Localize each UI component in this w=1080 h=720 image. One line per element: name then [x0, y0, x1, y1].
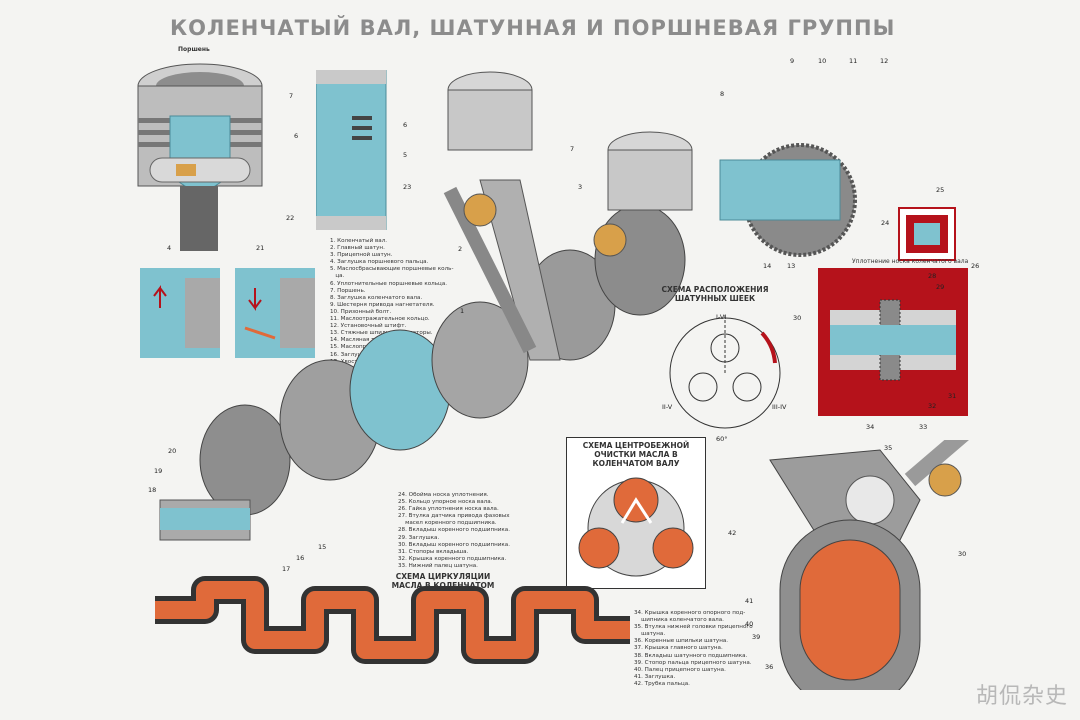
callout-22: 22	[286, 214, 295, 222]
callout-2: 2	[458, 245, 463, 253]
callout-31: 31	[948, 392, 957, 400]
journal-mark-2: II-V	[662, 403, 673, 411]
shaft-seal-label: Уплотнение носка коленчатого вала	[852, 258, 969, 265]
callout-32: 32	[928, 402, 937, 410]
callout-12: 12	[880, 57, 889, 65]
seal-detail-box	[898, 207, 956, 261]
ring-diagram-down	[235, 268, 315, 358]
centrifugal-scheme-title: СХЕМА ЦЕНТРОБЕЖНОЙ ОЧИСТКИ МАСЛА В КОЛЕН…	[582, 441, 690, 468]
callout-18: 18	[148, 486, 157, 494]
callout-17: 17	[282, 565, 291, 573]
callout-9: 9	[790, 57, 795, 65]
angle-mark-1: 60°	[716, 435, 728, 443]
connecting-rod-illustration	[760, 413, 990, 711]
callout-39: 39	[752, 633, 761, 641]
piston-illustration: Поршень	[130, 46, 305, 256]
callout-20: 20	[168, 447, 177, 455]
callout-19: 19	[154, 467, 163, 475]
legend-parts-34-42: 34. Крышка коренного опорного под- шипни…	[634, 610, 753, 687]
callout-13: 13	[787, 262, 796, 270]
piston-label: Поршень	[178, 46, 210, 53]
callout-25: 25	[936, 186, 945, 194]
circulation-scheme	[145, 570, 635, 680]
ring-diagram-down-drawing	[235, 268, 315, 358]
centrifugal-scheme-drawing	[578, 477, 694, 577]
cylinder-sleeve-drawing	[315, 69, 387, 231]
callout-30b: 30	[958, 550, 967, 558]
callout-3: 3	[578, 183, 583, 191]
callout-6: 6	[294, 132, 299, 140]
ring-diagram-up	[140, 268, 220, 358]
callout-24: 24	[881, 219, 890, 227]
callout-1: 1	[460, 307, 465, 315]
callout-7: 7	[289, 92, 294, 100]
callout-29: 29	[936, 283, 945, 291]
circulation-scheme-drawing	[155, 576, 630, 664]
callout-10: 10	[818, 57, 827, 65]
callout-33: 33	[919, 423, 928, 431]
callout-14: 14	[763, 262, 772, 270]
callout-30: 30	[793, 314, 802, 322]
callout-8: 8	[720, 90, 725, 98]
seal-detail-drawing	[906, 215, 948, 253]
journal-scheme: СХЕМА РАСПОЛОЖЕНИЯ ШАТУННЫХ ШЕЕК I-VI II…	[650, 285, 800, 445]
watermark: 胡侃杂史	[975, 684, 1068, 709]
callout-21: 21	[256, 244, 265, 252]
callout-5: 5	[403, 151, 408, 159]
callout-23: 23	[403, 183, 412, 191]
main-bearing-detail-box	[818, 268, 968, 416]
callout-36: 36	[765, 663, 774, 671]
piston-drawing	[137, 63, 263, 251]
callout-4: 4	[167, 244, 172, 252]
callout-34: 34	[866, 423, 875, 431]
crankshaft-drawing	[159, 71, 857, 541]
main-bearing-drawing	[820, 270, 966, 414]
callout-15: 15	[318, 543, 327, 551]
callout-42: 42	[728, 529, 737, 537]
legend-parts-24-33: 24. Обойма носка уплотнения. 25. Кольцо …	[398, 492, 510, 569]
callout-26: 26	[971, 262, 980, 270]
callout-11: 11	[849, 57, 858, 65]
journal-mark-3: III-IV	[772, 403, 787, 411]
centrifugal-scheme: СХЕМА ЦЕНТРОБЕЖНОЙ ОЧИСТКИ МАСЛА В КОЛЕН…	[566, 437, 706, 589]
connecting-rod-drawing	[769, 413, 986, 711]
page-title: КОЛЕНЧАТЫЙ ВАЛ, ШАТУННАЯ И ПОРШНЕВАЯ ГРУ…	[170, 16, 896, 40]
ring-diagram-up-drawing	[140, 268, 220, 358]
callout-28: 28	[928, 272, 937, 280]
callout-7b: 7	[570, 145, 575, 153]
journal-scheme-title: СХЕМА РАСПОЛОЖЕНИЯ ШАТУННЫХ ШЕЕК	[661, 285, 769, 303]
cylinder-sleeve-illustration	[315, 69, 391, 231]
callout-6b: 6	[403, 121, 408, 129]
callout-35: 35	[884, 444, 893, 452]
journal-mark-1: I-VI	[716, 313, 727, 321]
journal-scheme-drawing	[669, 313, 781, 429]
callout-16: 16	[296, 554, 305, 562]
callout-41: 41	[745, 597, 754, 605]
crankshaft-illustration	[150, 60, 920, 580]
callout-40: 40	[745, 620, 754, 628]
